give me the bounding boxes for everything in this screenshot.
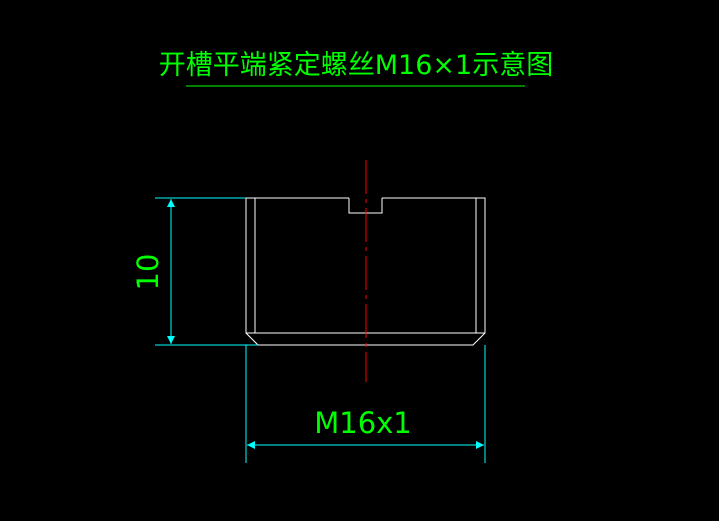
screw-outline	[245, 197, 486, 346]
drawing-title: 开槽平端紧定螺丝M16×1示意图	[159, 50, 553, 81]
height-dimension	[155, 197, 258, 346]
width-dimension-label: M16x1	[314, 406, 412, 440]
height-dimension-label: 10	[131, 254, 165, 291]
drawing-title-group: 开槽平端紧定螺丝M16×1示意图	[159, 50, 553, 87]
width-dimension	[245, 345, 486, 463]
